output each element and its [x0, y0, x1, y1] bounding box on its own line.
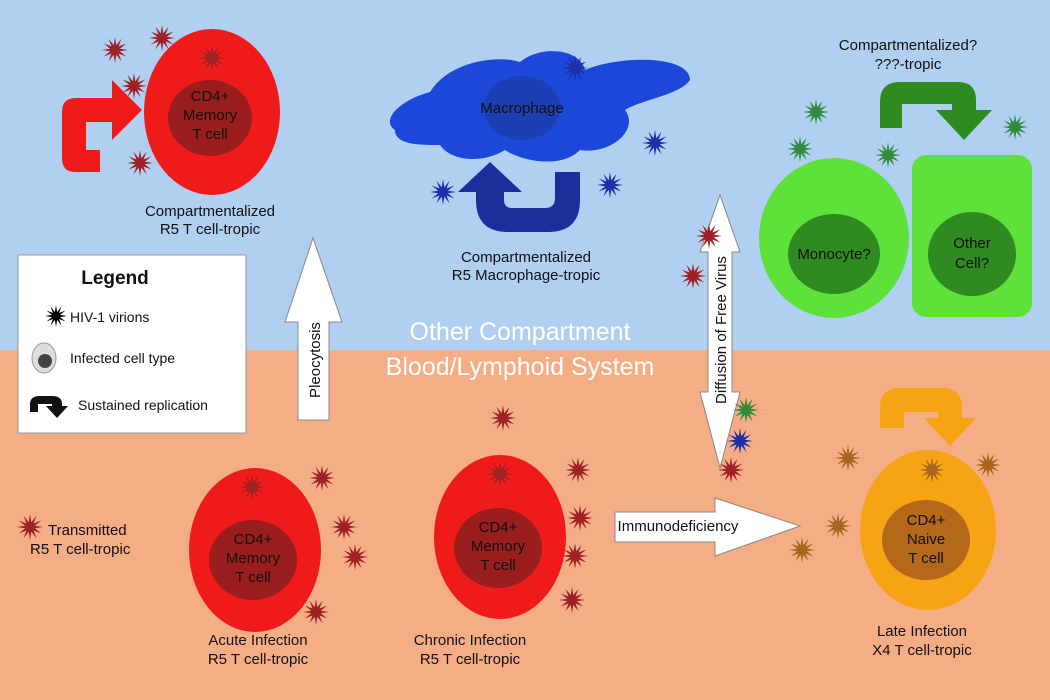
virion-icon [562, 55, 588, 81]
virion-icon [490, 405, 516, 431]
virion-icon [875, 142, 901, 168]
acute-label-1: CD4+ [234, 531, 273, 548]
chronic-label-2: Memory [471, 538, 526, 555]
transmitted-label-1: Transmitted [48, 522, 127, 539]
virion-icon [487, 461, 513, 487]
virion-icon [642, 130, 668, 156]
other-cell: Other Cell? [912, 155, 1032, 317]
green-caption-2: ???-tropic [875, 56, 942, 73]
legend-item-virions-label: HIV-1 virions [70, 309, 149, 325]
virion-icon [239, 474, 265, 500]
cd4-memory-top-label-2: Memory [183, 107, 238, 124]
naive-caption-2: X4 T cell-tropic [872, 642, 972, 659]
transmitted-label-2: R5 T cell-tropic [30, 541, 131, 558]
cd4-memory-top-caption-1: Compartmentalized [145, 203, 275, 220]
virion-icon [718, 457, 744, 483]
macrophage-caption-2: R5 Macrophage-tropic [452, 267, 601, 284]
virion-icon [102, 37, 128, 63]
immunodeficiency-arrow: Immunodeficiency [614, 497, 802, 557]
chronic-label-3: T cell [480, 557, 516, 574]
macrophage-label: Macrophage [480, 100, 563, 117]
naive-caption-1: Late Infection [877, 623, 967, 640]
virion-icon [303, 599, 329, 625]
virion-layer [17, 25, 1028, 625]
virion-icon [559, 587, 585, 613]
green-replication-arrow-icon [880, 82, 992, 140]
legend-box: Legend HIV-1 virions Infected cell type … [17, 254, 247, 434]
acute-caption-1: Acute Infection [208, 632, 307, 649]
cd4-memory-top-label-3: T cell [192, 126, 228, 143]
virion-icon [331, 514, 357, 540]
macrophage-caption-1: Compartmentalized [461, 249, 591, 266]
curved-arrow-icon [30, 396, 68, 418]
virion-icon [696, 223, 722, 249]
virion-icon [17, 514, 43, 540]
legend-title: Legend [81, 268, 149, 289]
cd4-memory-top-label-1: CD4+ [191, 88, 230, 105]
green-caption-1: Compartmentalized? [839, 37, 977, 54]
other-compartment-label: Other Compartment [410, 318, 631, 346]
pleocytosis-label: Pleocytosis [307, 322, 324, 398]
diffusion-label: Diffusion of Free Virus [713, 256, 730, 404]
monocyte-cell: Monocyte? [759, 158, 909, 318]
virion-icon [803, 99, 829, 125]
red-replication-arrow-icon [62, 80, 142, 172]
orange-replication-arrow-icon [880, 388, 976, 446]
legend-item-infected-label: Infected cell type [70, 350, 175, 366]
virion-icon [149, 25, 175, 51]
other-cell-label-2: Cell? [955, 255, 989, 272]
blue-replication-arrow-icon [458, 162, 580, 232]
virion-icon [562, 543, 588, 569]
diffusion-arrow: Diffusion of Free Virus [699, 193, 741, 470]
naive-label-2: Naive [907, 531, 945, 548]
virion-icon [975, 452, 1001, 478]
virion-icon [727, 428, 753, 454]
virion-icon [342, 544, 368, 570]
naive-label-3: T cell [908, 550, 944, 567]
blood-lymphoid-label: Blood/Lymphoid System [386, 353, 655, 381]
chronic-label-1: CD4+ [479, 519, 518, 536]
macrophage-cell: Macrophage [389, 51, 690, 162]
acute-label-2: Memory [226, 550, 281, 567]
virion-icon [1002, 114, 1028, 140]
acute-caption-2: R5 T cell-tropic [208, 651, 309, 668]
virion-icon [835, 445, 861, 471]
virion-icon [45, 305, 67, 327]
chronic-infection-cell: CD4+ Memory T cell [434, 455, 566, 619]
virion-icon [597, 172, 623, 198]
naive-label-1: CD4+ [907, 512, 946, 529]
other-cell-label-1: Other [953, 235, 991, 252]
chronic-caption-1: Chronic Infection [414, 632, 527, 649]
virion-icon [567, 505, 593, 531]
virion-icon [680, 263, 706, 289]
virion-icon [199, 45, 225, 71]
cd4-memory-top-cell: CD4+ Memory T cell [144, 29, 280, 195]
virion-icon [733, 397, 759, 423]
naive-t-cell: CD4+ Naive T cell [860, 450, 996, 610]
infected-cell-icon-nucleus [38, 354, 52, 368]
virion-icon [565, 457, 591, 483]
immunodeficiency-label: Immunodeficiency [618, 518, 739, 535]
virion-icon [787, 136, 813, 162]
cd4-memory-top-caption-2: R5 T cell-tropic [160, 221, 261, 238]
acute-infection-cell: CD4+ Memory T cell [189, 468, 321, 632]
virion-icon [309, 465, 335, 491]
virion-icon [919, 457, 945, 483]
chronic-caption-2: R5 T cell-tropic [420, 651, 521, 668]
virion-icon [825, 513, 851, 539]
virion-icon [430, 179, 456, 205]
legend-item-replication-label: Sustained replication [78, 397, 208, 413]
monocyte-label: Monocyte? [797, 246, 870, 263]
acute-label-3: T cell [235, 569, 271, 586]
virion-icon [121, 73, 147, 99]
pleocytosis-arrow: Pleocytosis [284, 236, 343, 421]
virion-icon [127, 150, 153, 176]
virion-icon [789, 537, 815, 563]
